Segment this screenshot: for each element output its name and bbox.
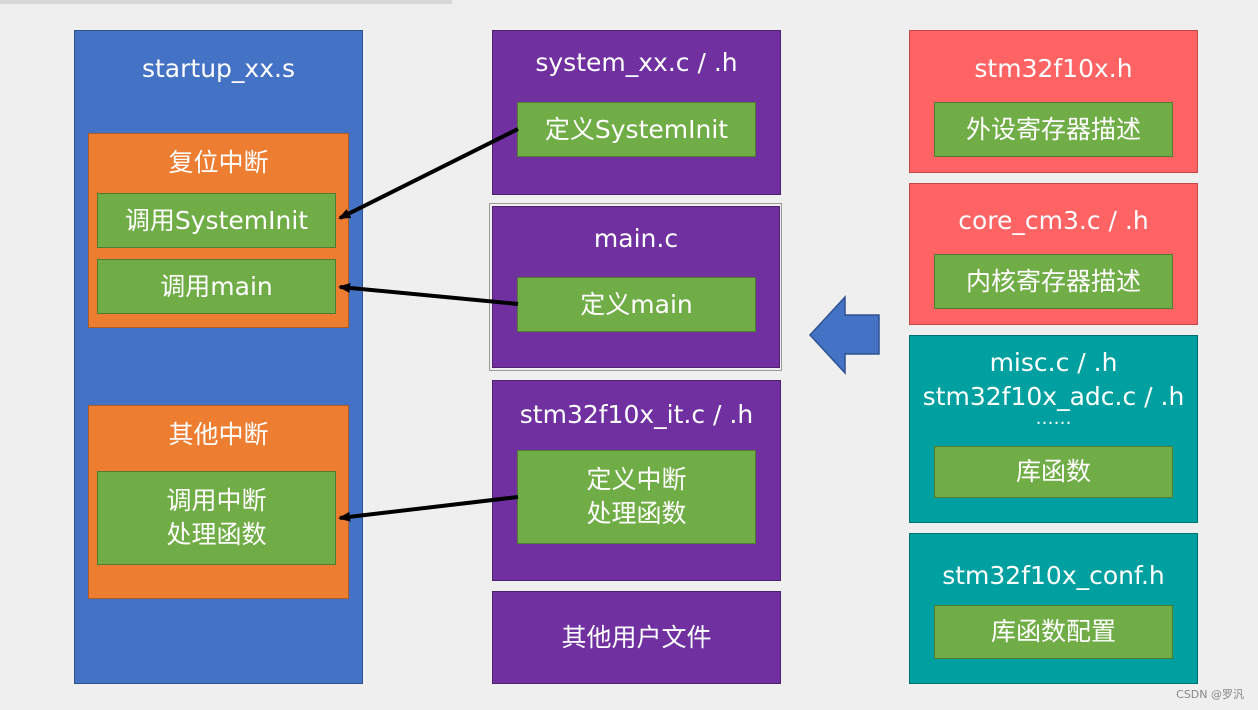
stm32f10x-header-title: stm32f10x.h — [974, 54, 1133, 83]
main-call-arrow — [338, 282, 519, 306]
library-config-box: 库函数配置 — [934, 605, 1173, 659]
define-systeminit-box: 定义SystemInit — [517, 102, 756, 157]
user-files-title: 其他用户文件 — [561, 623, 712, 652]
core-registers-box: 内核寄存器描述 — [934, 254, 1173, 309]
left-arrow-icon — [808, 295, 880, 375]
reset-interrupt-title: 复位中断 — [168, 148, 269, 177]
library-functions-box: 库函数 — [934, 446, 1173, 498]
call-main-box: 调用main — [97, 259, 336, 314]
other-interrupt-title: 其他中断 — [168, 420, 269, 449]
call-handler-box: 调用中断 处理函数 — [97, 471, 336, 565]
adc-file-title: stm32f10x_adc.c / .h — [922, 382, 1185, 411]
misc-file-title: misc.c / .h — [989, 348, 1118, 377]
main-file-title: main.c — [593, 224, 679, 253]
more-files-ellipsis: …… — [1035, 408, 1072, 429]
conf-file-title: stm32f10x_conf.h — [942, 561, 1165, 590]
define-main-box: 定义main — [517, 277, 756, 332]
startup-file-title: startup_xx.s — [141, 54, 295, 83]
it-file-title: stm32f10x_it.c / .h — [519, 400, 754, 429]
systeminit-call-arrow — [338, 127, 519, 220]
user-files-box: 其他用户文件 — [492, 591, 781, 684]
library-files-box: misc.c / .h stm32f10x_adc.c / .h …… — [909, 335, 1198, 523]
core-cm3-title: core_cm3.c / .h — [958, 206, 1149, 235]
selection-outline — [489, 203, 782, 371]
define-handler-box: 定义中断 处理函数 — [517, 450, 756, 544]
system-file-title: system_xx.c / .h — [535, 48, 738, 77]
handler-call-arrow — [338, 495, 519, 522]
call-systeminit-box: 调用SystemInit — [97, 193, 336, 248]
watermark: CSDN @罗汎 — [1176, 688, 1244, 701]
peripheral-registers-box: 外设寄存器描述 — [934, 102, 1173, 157]
top-edge-bar — [0, 0, 452, 4]
